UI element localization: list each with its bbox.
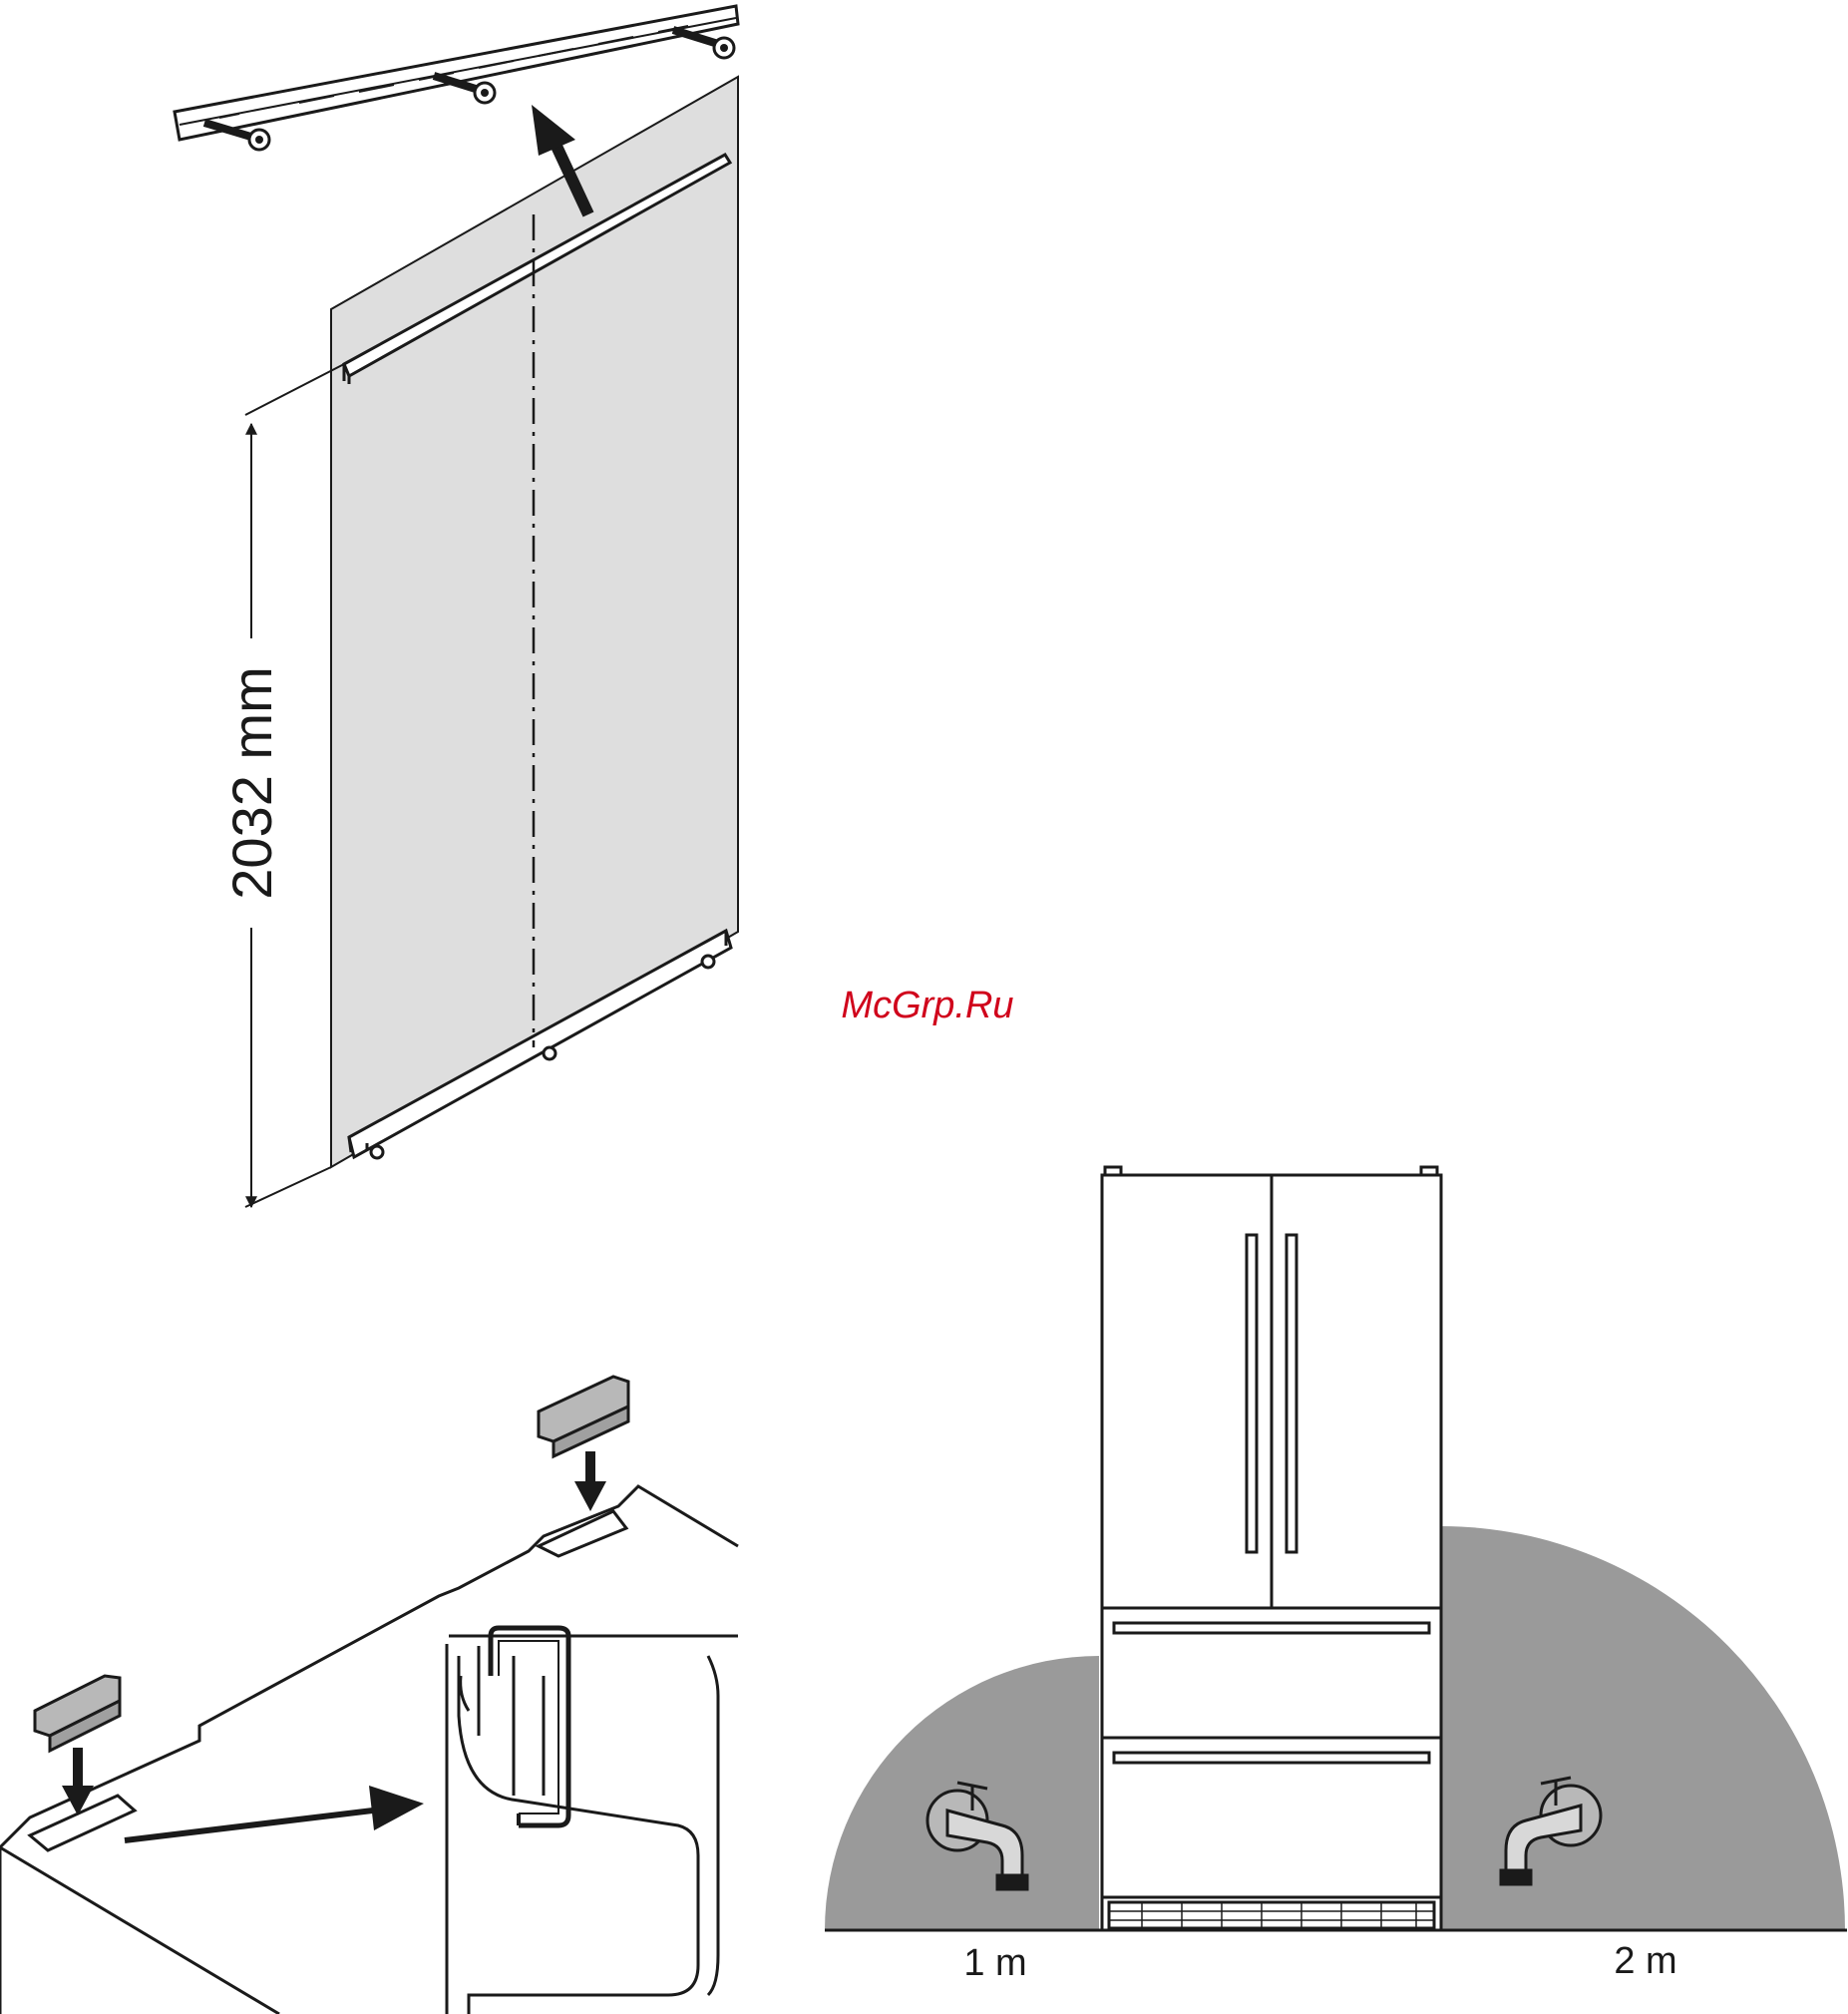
right-distance-label: 2 m <box>1614 1940 1676 1982</box>
drawer-handle-upper <box>1114 1623 1429 1633</box>
door-handle-left <box>1247 1235 1257 1552</box>
door-handle-right <box>1287 1235 1296 1552</box>
water-connection-figure: 1 m 2 m <box>825 1167 1847 1984</box>
mounting-screw <box>673 30 734 58</box>
clip-part <box>539 1377 628 1456</box>
left-distance-label: 1 m <box>963 1942 1026 1984</box>
clip-part <box>35 1676 120 1751</box>
clip-detail-section <box>447 1628 738 2014</box>
arrow-right-icon <box>125 1786 424 1840</box>
vent-grille <box>1109 1902 1434 1928</box>
arrow-down-icon <box>574 1451 606 1511</box>
cabinet-top-edge <box>0 1486 738 1847</box>
clip-installation-figure <box>0 1377 738 2014</box>
height-label: 2032 mm <box>220 666 283 899</box>
panel-mounting-figure: 2032 mm <box>175 6 738 1207</box>
watermark: McGrp.Ru <box>841 985 1013 1026</box>
fridge <box>1102 1167 1441 1930</box>
arrow-down-icon <box>62 1748 94 1815</box>
drawer-handle-lower <box>1114 1753 1429 1763</box>
